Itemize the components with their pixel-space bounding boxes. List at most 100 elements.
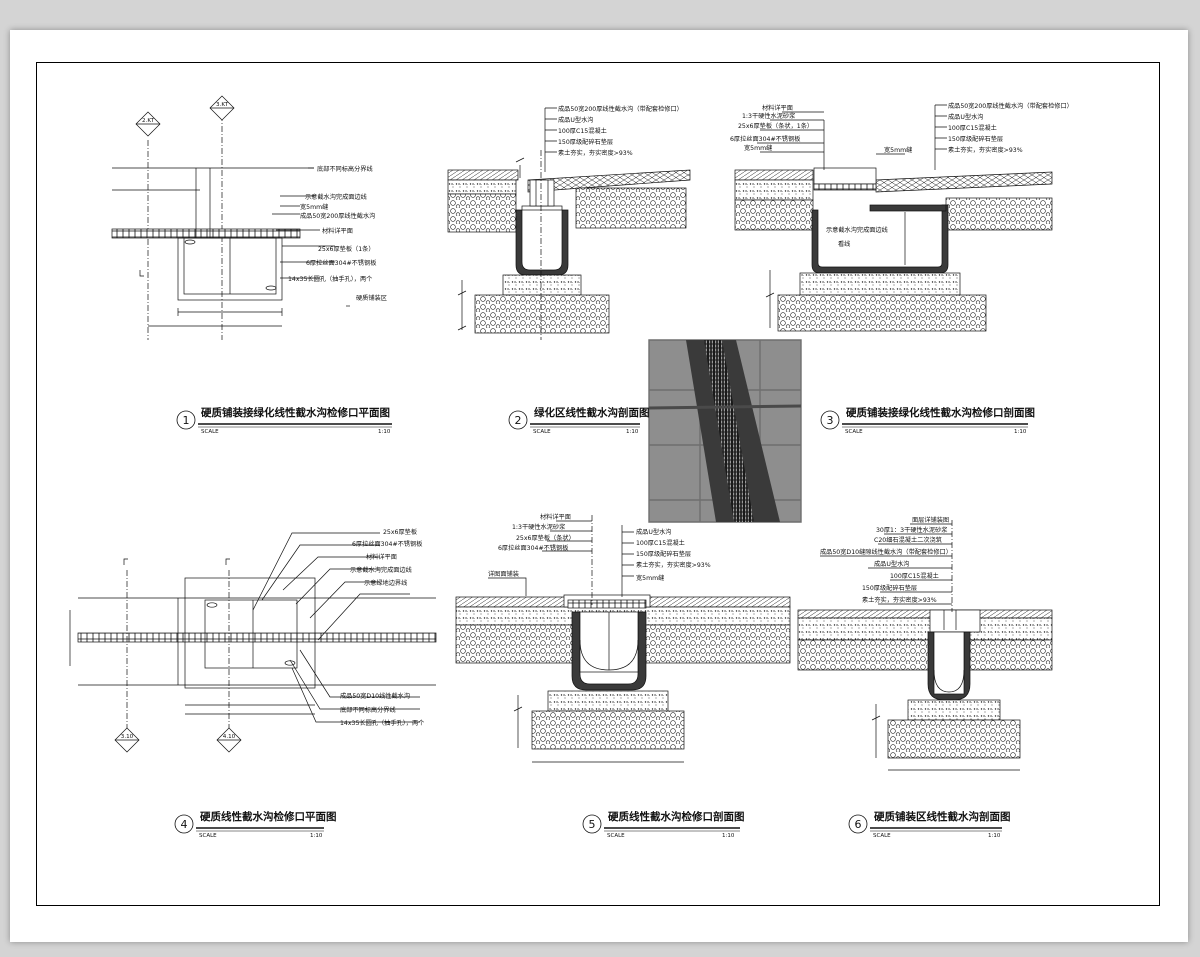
axis-label: 2.KT xyxy=(142,118,155,124)
note: 150厚级配碎石垫层 xyxy=(948,135,1003,143)
title-block-1: 1 硬质铺装接绿化线性截水沟检修口平面图 SCALE 1:10 xyxy=(176,406,392,435)
note: 6厚拉丝面304#不锈钢板 xyxy=(730,135,800,143)
detail-6-section: 面层详铺装图 30厚1：3干硬性水泥砂浆 C20细石混凝土二次浇筑 成品50宽D… xyxy=(797,516,1053,771)
note: 看线 xyxy=(838,240,850,248)
note: 150厚级配碎石垫层 xyxy=(636,550,691,558)
detail-title: 硬质铺装区线性截水沟剖面图 xyxy=(874,810,1011,823)
detail-number: 1 xyxy=(183,414,190,427)
note: 底部不同标高分界线 xyxy=(317,165,373,173)
axis-label: 3.KT xyxy=(216,102,229,108)
detail-title: 硬质线性截水沟检修口剖面图 xyxy=(608,810,745,823)
note: 详图面铺装 xyxy=(488,570,519,578)
note: 1:3干硬性水泥砂浆 xyxy=(512,523,565,531)
note: 成品50宽200厚线性截水沟 xyxy=(300,212,375,220)
detail-3-section: 材料详平面 1:3干硬性水泥砂浆 25x6厚垫板（条状，1条） 6厚拉丝面304… xyxy=(730,102,1073,332)
drain-photo xyxy=(648,339,802,523)
note: 6厚拉丝面304#不锈钢板 xyxy=(498,544,568,552)
note: 素土夯实，夯实密度>93% xyxy=(558,149,633,157)
note: 30厚1：3干硬性水泥砂浆 xyxy=(876,526,947,534)
axis-bubble-310: 3.10 xyxy=(114,727,140,753)
axis-label: 4.10 xyxy=(223,734,236,740)
note: 示意绿地边界线 xyxy=(364,579,407,587)
scale-value: 1:10 xyxy=(378,429,391,435)
detail-title: 绿化区线性截水沟剖面图 xyxy=(534,406,650,419)
note: 宽5mm缝 xyxy=(884,146,912,154)
detail-number: 6 xyxy=(855,818,862,831)
detail-number: 3 xyxy=(827,414,834,427)
note: 材料详平面 xyxy=(366,553,397,561)
title-block-6: 6 硬质铺装区线性截水沟剖面图 SCALE 1:10 xyxy=(848,810,1011,839)
detail-number: 2 xyxy=(515,414,522,427)
note: 100厚C15混凝土 xyxy=(636,539,685,547)
title-block-5: 5 硬质线性截水沟检修口剖面图 SCALE 1:10 xyxy=(582,810,745,839)
note: 示意截水沟完成面边线 xyxy=(305,193,367,201)
note: 宽5mm缝 xyxy=(300,203,328,211)
axis-label: 3.10 xyxy=(121,734,134,740)
note: 25x6厚垫板（条状） xyxy=(516,534,575,542)
note: 成品U型水沟 xyxy=(558,116,593,124)
detail-5-section: 材料详平面 1:3干硬性水泥砂浆 25x6厚垫板（条状） 6厚拉丝面304#不锈… xyxy=(455,513,791,763)
note: 成品U型水沟 xyxy=(636,528,671,536)
note: 150厚级配碎石垫层 xyxy=(862,584,917,592)
detail-4-notes: 25x6厚垫板 6厚拉丝面304#不锈钢板 材料详平面 示意截水沟完成面边线 示… xyxy=(340,528,424,727)
detail-1-notes: 底部不同标高分界线 示意截水沟完成面边线 宽5mm缝 成品50宽200厚线性截水… xyxy=(288,165,387,302)
detail-number: 4 xyxy=(181,818,188,831)
axis-bubble-2kt: 2.KT xyxy=(135,111,161,137)
scale-label: SCALE xyxy=(845,429,863,435)
note: 100厚C15混凝土 xyxy=(890,572,939,580)
note: 材料详平面 xyxy=(540,513,571,521)
note: 面层详铺装图 xyxy=(912,516,949,524)
note: 硬质铺装区 xyxy=(356,294,387,302)
note: 宽5mm缝 xyxy=(744,144,772,152)
scale-value: 1:10 xyxy=(310,833,323,839)
note: 100厚C15混凝土 xyxy=(558,127,607,135)
note: 示意截水沟完成面边线 xyxy=(350,566,412,574)
detail-title: 硬质铺装接绿化线性截水沟检修口剖面图 xyxy=(846,406,1035,419)
note: 素土夯实，夯实密度>93% xyxy=(862,596,937,604)
scale-value: 1:10 xyxy=(722,833,735,839)
note: 成品50宽D10线性截水沟 xyxy=(340,692,410,700)
detail-1-plan: 2.KT 3.KT xyxy=(111,95,350,340)
note: 成品50宽200厚线性截水沟（带配套检修口） xyxy=(558,105,683,113)
title-block-2: 2 绿化区线性截水沟剖面图 SCALE 1:10 xyxy=(508,406,650,435)
note: 25x6厚垫板（条状，1条） xyxy=(738,122,813,130)
note: 成品U型水沟 xyxy=(874,560,909,568)
note: 示意截水沟完成面边线 xyxy=(826,226,888,234)
note: 底部不同标高分界线 xyxy=(340,706,396,714)
note: 25x6厚垫板 xyxy=(383,528,417,536)
note: 100厚C15混凝土 xyxy=(948,124,997,132)
scale-label: SCALE xyxy=(873,833,891,839)
title-block-3: 3 硬质铺装接绿化线性截水沟检修口剖面图 SCALE 1:10 xyxy=(820,406,1035,435)
axis-bubble-3kt: 3.KT xyxy=(209,95,235,121)
note: 6厚拉丝面304#不锈钢板 xyxy=(352,540,422,548)
note: 材料详平面 xyxy=(762,104,793,112)
detail-title: 硬质线性截水沟检修口平面图 xyxy=(200,810,337,823)
scale-label: SCALE xyxy=(199,833,217,839)
drawing-frame xyxy=(36,62,1160,906)
detail-number: 5 xyxy=(589,818,596,831)
note: 25x6厚垫板（1条） xyxy=(318,245,375,253)
scale-value: 1:10 xyxy=(626,429,639,435)
scale-value: 1:10 xyxy=(1014,429,1027,435)
note: C20细石混凝土二次浇筑 xyxy=(874,536,943,544)
note: 成品U型水沟 xyxy=(948,113,983,121)
note: 材料详平面 xyxy=(322,227,353,235)
note: 素土夯实，夯实密度>93% xyxy=(948,146,1023,154)
note: 6厚拉丝面304#不锈钢板 xyxy=(306,259,376,267)
detail-4-plan: 3.10 4.10 xyxy=(69,532,437,753)
note: 14x35长圆孔（抽手孔），两个 xyxy=(288,275,372,283)
note: 成品50宽200厚线性截水沟（带配套检修口） xyxy=(948,102,1073,110)
note: 素土夯实，夯实密度>93% xyxy=(636,561,711,569)
note: 宽5mm缝 xyxy=(636,574,664,582)
axis-bubble-410: 4.10 xyxy=(216,727,242,753)
scale-label: SCALE xyxy=(201,429,219,435)
scale-label: SCALE xyxy=(533,429,551,435)
title-block-4: 4 硬质线性截水沟检修口平面图 SCALE 1:10 xyxy=(174,810,337,839)
scale-value: 1:10 xyxy=(988,833,1001,839)
detail-2-section: 成品50宽200厚线性截水沟（带配套检修口） 成品U型水沟 100厚C15混凝土… xyxy=(447,105,691,340)
note: 成品50宽D10缝隙线性截水沟（带配套检修口） xyxy=(820,548,952,556)
note: 14x35长圆孔（抽手孔），两个 xyxy=(340,719,424,727)
detail-title: 硬质铺装接绿化线性截水沟检修口平面图 xyxy=(201,406,390,419)
note: 1:3干硬性水泥砂浆 xyxy=(742,112,795,120)
